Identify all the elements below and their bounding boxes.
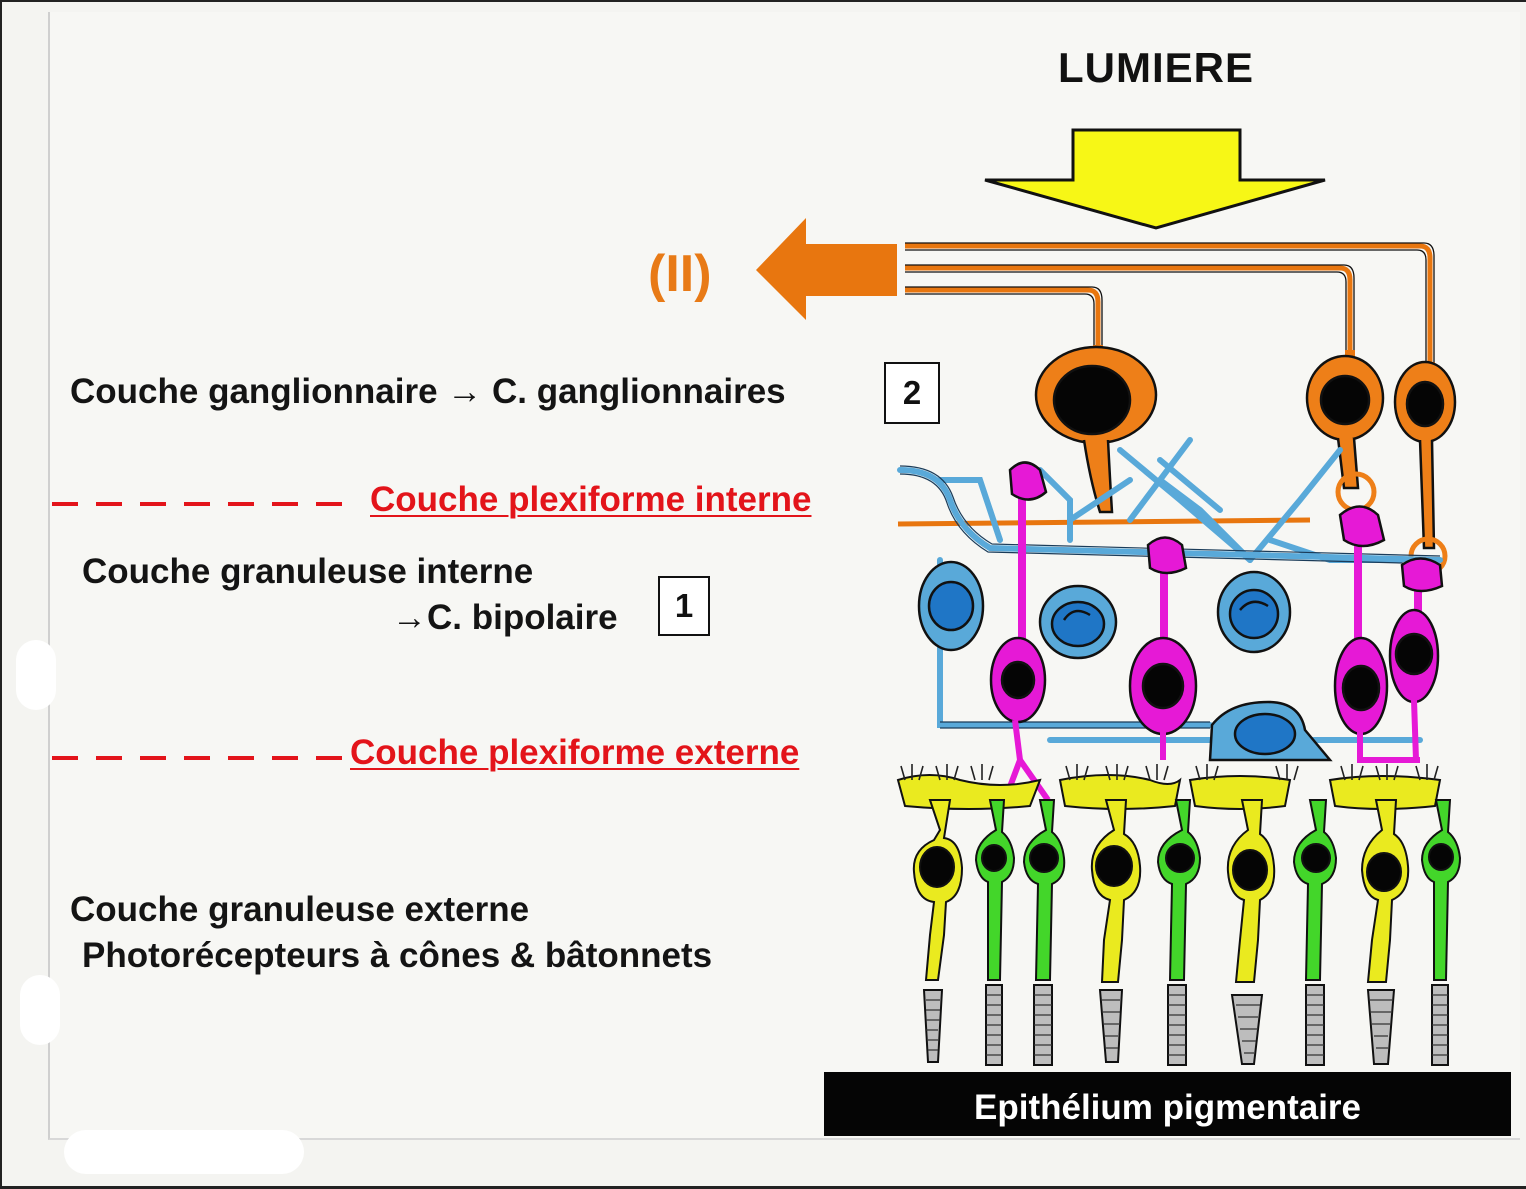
- pigment-epithelium: Epithélium pigmentaire: [824, 1072, 1511, 1136]
- inner-granular-label: Couche granuleuse interne: [82, 552, 534, 591]
- slide-page: [48, 12, 1520, 1140]
- outer-plexiform-label: Couche plexiforme externe: [350, 733, 800, 772]
- outer-granular-label: Couche granuleuse externe: [70, 890, 530, 929]
- inner-plexiform-label: Couche plexiforme interne: [370, 480, 812, 519]
- ganglion-axons-outline: [905, 242, 1435, 368]
- amacrine-cell: [917, 560, 985, 652]
- synaptic-band: [896, 774, 1442, 810]
- ganglion-number-box: 2: [884, 362, 940, 424]
- pigment-epithelium-label: Epithélium pigmentaire: [974, 1088, 1361, 1127]
- light-arrow: [984, 128, 1326, 230]
- rod-cell: [1420, 799, 1462, 1066]
- outer-plexiform-divider: [52, 756, 348, 760]
- light-label: LUMIERE: [1058, 44, 1254, 91]
- outer-segment-stripes: [926, 994, 1448, 1056]
- ganglion-cell: [1034, 345, 1158, 514]
- synaptic-tufts: [900, 764, 1439, 781]
- ganglion-cell: [1305, 350, 1385, 513]
- cone-cell: [912, 799, 964, 1063]
- cone-cell: [1226, 799, 1276, 1065]
- frame-top: [0, 0, 1526, 2]
- frame-bottom: [0, 1186, 1526, 1189]
- optic-nerve-label: (II): [648, 245, 712, 303]
- page-notch: [64, 1130, 304, 1174]
- page-notch: [16, 640, 56, 710]
- photoreceptor-label: Photorécepteurs à cônes & bâtonnets: [82, 936, 713, 975]
- amacrine-cell: [1038, 584, 1118, 660]
- optic-nerve-arrow: [756, 218, 897, 320]
- ganglion-layer-label: Couche ganglionnaire → C. ganglionnaires: [70, 372, 786, 411]
- bipolar-cell: [1333, 505, 1420, 763]
- bipolar-cell-label: →C. bipolaire: [392, 598, 618, 637]
- bipolar-cell: [989, 461, 1051, 802]
- bipolar-number-box: 1: [658, 576, 710, 636]
- bipolar-cell: [1388, 557, 1444, 761]
- frame-left: [0, 0, 2, 1189]
- bipolar-cell: [1128, 536, 1198, 760]
- amacrine-cell: [1216, 570, 1292, 654]
- ganglion-cell: [1393, 360, 1457, 576]
- cone-cell: [1360, 799, 1410, 1065]
- horizontal-cell: [1208, 700, 1333, 762]
- inner-plexiform-divider: [52, 502, 348, 506]
- page-notch: [20, 975, 60, 1045]
- cone-cell: [1090, 799, 1142, 1063]
